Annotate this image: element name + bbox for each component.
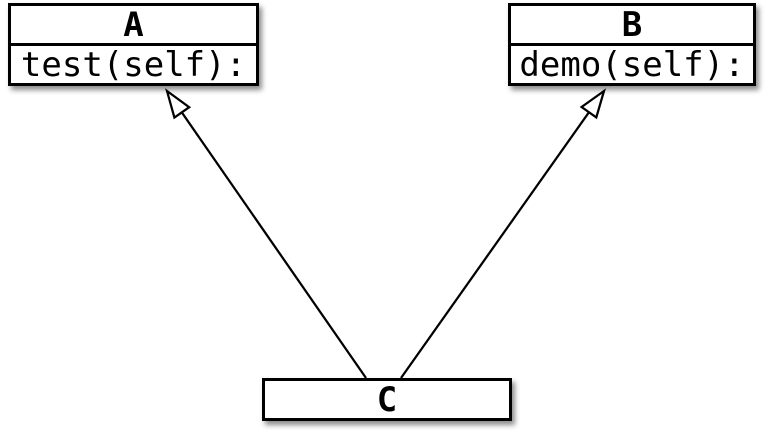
inheritance-edge-line <box>180 111 367 379</box>
inheritance-edge-line <box>400 111 590 379</box>
class-method-b: demo(self): <box>519 44 745 85</box>
hollow-triangle-arrowhead-icon <box>165 88 192 120</box>
hollow-triangle-arrowhead-icon <box>579 88 606 120</box>
inheritance-arrow-c-to-b <box>400 88 606 379</box>
class-box-a: A test(self): <box>8 3 259 86</box>
class-method-a: test(self): <box>20 44 247 85</box>
class-name-b: B <box>511 6 753 46</box>
class-box-b: B demo(self): <box>508 3 756 86</box>
class-box-c: C <box>262 378 512 421</box>
class-name-a: A <box>11 6 256 46</box>
class-name-c: C <box>376 379 398 420</box>
inheritance-arrow-c-to-a <box>165 88 367 379</box>
